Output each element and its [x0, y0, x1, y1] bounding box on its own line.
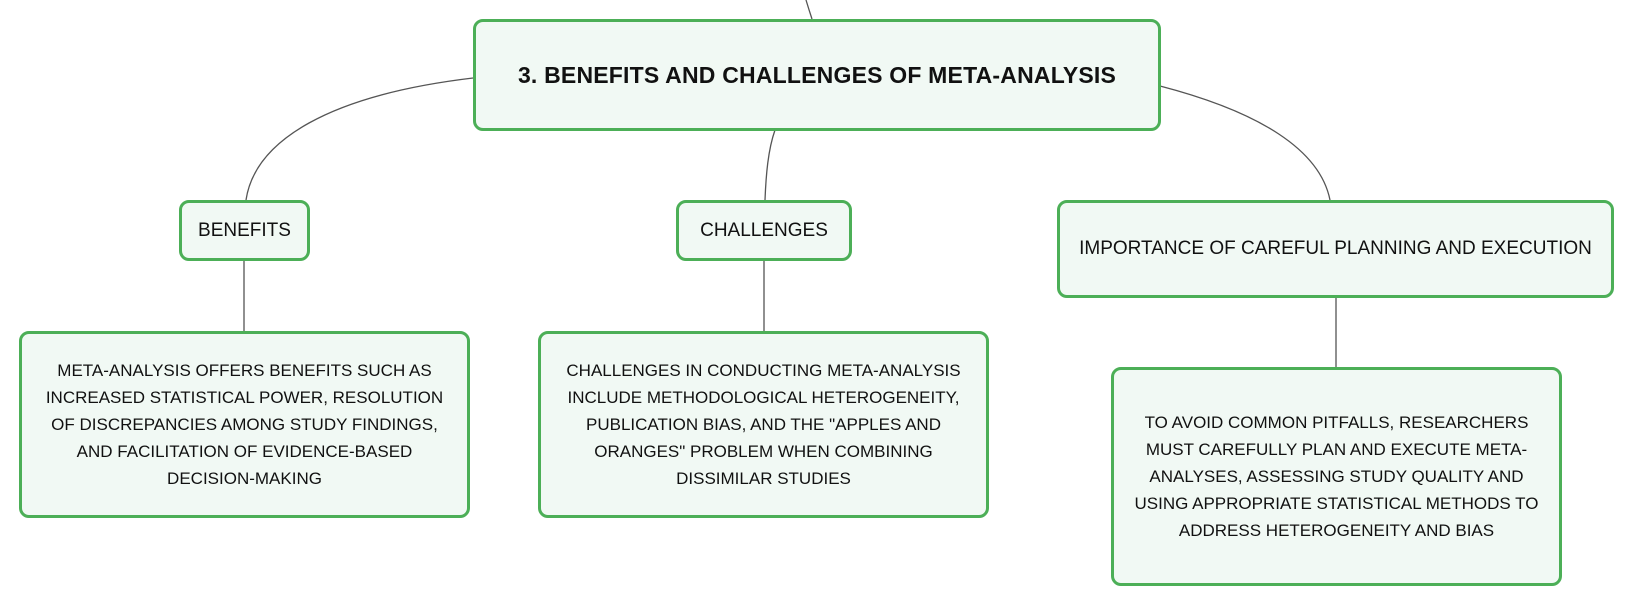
root-node[interactable]: 3. BENEFITS AND CHALLENGES OF META-ANALY…	[473, 19, 1161, 131]
root-node-label: 3. BENEFITS AND CHALLENGES OF META-ANALY…	[517, 61, 1117, 88]
benefits-detail-text: META-ANALYSIS OFFERS BENEFITS SUCH AS IN…	[45, 361, 444, 488]
challenges-detail-node[interactable]: CHALLENGES IN CONDUCTING META-ANALYSIS I…	[538, 331, 989, 518]
importance-node[interactable]: IMPORTANCE OF CAREFUL PLANNING AND EXECU…	[1057, 200, 1614, 298]
importance-detail-text: TO AVOID COMMON PITFALLS, RESEARCHERS MU…	[1134, 413, 1539, 540]
benefits-detail-node[interactable]: META-ANALYSIS OFFERS BENEFITS SUCH AS IN…	[19, 331, 470, 518]
edge-root-to-benefits	[245, 77, 474, 201]
edge-root-to-challenges	[764, 129, 776, 201]
benefits-node[interactable]: BENEFITS	[179, 200, 310, 261]
importance-detail-node[interactable]: TO AVOID COMMON PITFALLS, RESEARCHERS MU…	[1111, 367, 1562, 586]
challenges-detail-text: CHALLENGES IN CONDUCTING META-ANALYSIS I…	[566, 361, 961, 488]
edge-parent-to-root	[805, 0, 813, 20]
importance-node-label: IMPORTANCE OF CAREFUL PLANNING AND EXECU…	[1079, 238, 1592, 259]
benefits-node-label: BENEFITS	[198, 219, 291, 241]
challenges-node-label: CHALLENGES	[700, 219, 828, 241]
edge-root-to-importance	[1159, 85, 1331, 201]
challenges-node[interactable]: CHALLENGES	[676, 200, 852, 261]
